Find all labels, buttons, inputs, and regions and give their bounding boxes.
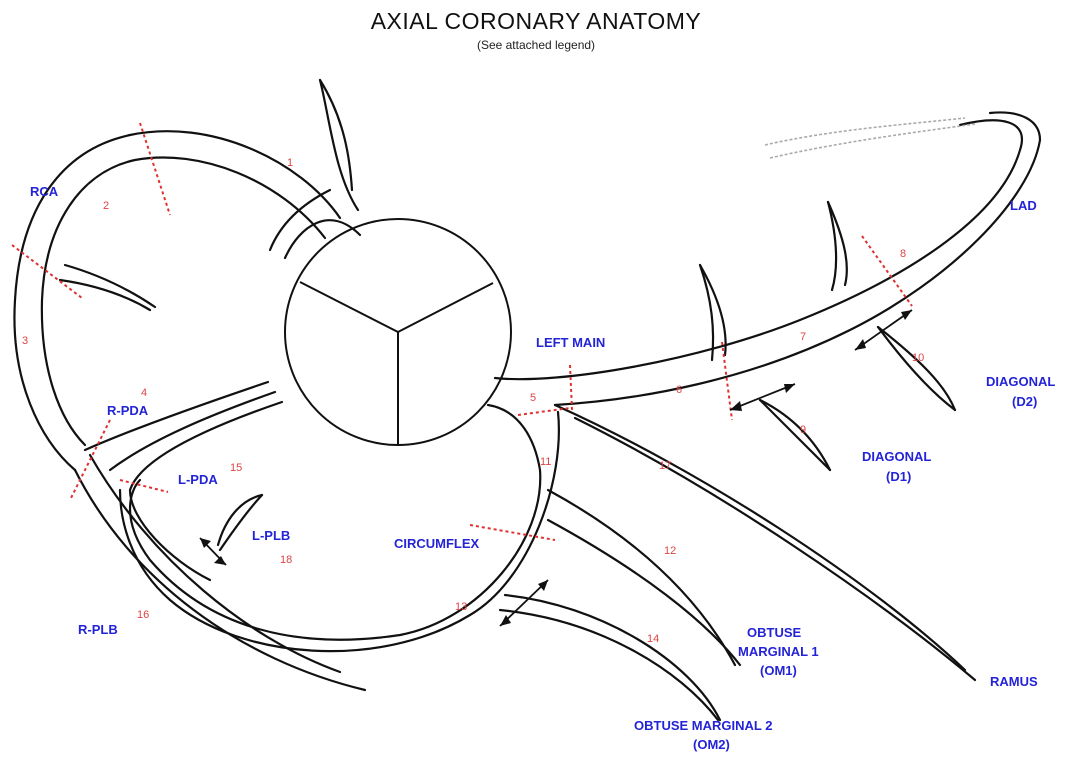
label-om1-code: (OM1) [760,663,797,678]
aortic-root [285,219,511,445]
label-lad: LAD [1010,198,1037,213]
segment-10: 10 [912,352,924,364]
segment-9: 9 [800,424,806,436]
label-circumflex: CIRCUMFLEX [394,536,480,551]
segment-15: 15 [230,462,242,474]
lad-vessel [495,112,1040,405]
label-l-plb: L-PLB [252,528,290,543]
label-ramus: RAMUS [990,674,1038,689]
segment-11: 11 [540,456,551,468]
segment-boundaries [12,123,912,540]
segment-1: 1 [287,157,293,169]
label-r-plb: R-PLB [78,622,118,637]
label-diagonal-d2-code: (D2) [1012,394,1037,409]
segment-3: 3 [22,335,28,347]
segment-2: 2 [103,200,109,212]
segment-17: 17 [659,460,671,472]
segment-13: 13 [455,601,467,613]
label-diagonal-d1-code: (D1) [886,469,911,484]
label-om1-line2: MARGINAL 1 [738,644,819,659]
label-rca: RCA [30,184,59,199]
segment-18: 18 [280,554,292,566]
label-diagonal-d2: DIAGONAL [986,374,1055,389]
label-left-main: LEFT MAIN [536,335,605,350]
segment-4: 4 [141,387,147,399]
label-diagonal-d1: DIAGONAL [862,449,931,464]
label-om2-code: (OM2) [693,737,730,752]
label-r-pda: R-PDA [107,403,149,418]
segment-7: 7 [800,331,806,343]
segment-12: 12 [664,545,676,557]
label-om1-line1: OBTUSE [747,625,802,640]
segment-5: 5 [530,392,536,404]
label-l-pda: L-PDA [178,472,218,487]
rca-vessel [14,80,360,470]
posterior-branches [75,382,365,690]
segment-14: 14 [647,633,659,645]
segment-16: 16 [137,609,149,621]
segment-8: 8 [900,248,906,260]
label-om2: OBTUSE MARGINAL 2 [634,718,772,733]
segment-6: 6 [676,384,682,396]
